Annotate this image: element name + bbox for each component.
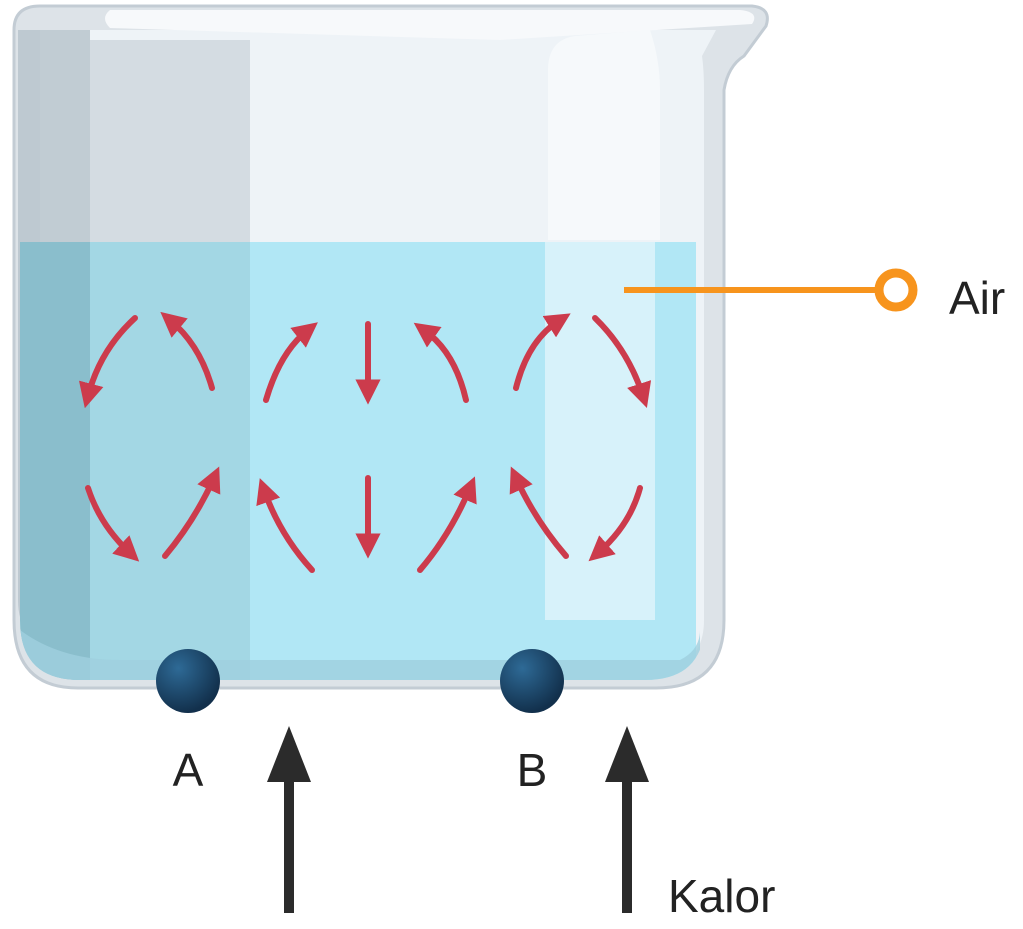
water-left-shade: [20, 242, 90, 680]
current-arrow: [592, 315, 652, 408]
current-arrow: [413, 322, 469, 403]
beaker-right-highlight: [548, 30, 660, 240]
heat-arrows: [267, 726, 649, 913]
current-arrow: [160, 311, 215, 391]
heat-arrow-up-icon: [605, 726, 649, 913]
point-b: [500, 649, 564, 713]
current-arrow: [85, 485, 140, 562]
current-arrow: [509, 466, 569, 559]
water-right-highlight: [545, 242, 655, 620]
current-arrow: [162, 466, 221, 559]
heat-arrow-up-icon: [267, 726, 311, 913]
current-arrow: [513, 313, 571, 391]
point-a: [156, 649, 220, 713]
current-arrow: [263, 322, 318, 403]
water: [20, 242, 700, 680]
point-a-label: A: [173, 744, 204, 796]
current-arrow: [588, 485, 643, 562]
current-arrow: [78, 315, 138, 409]
beaker-rim-highlight: [105, 10, 755, 40]
heat-label: Kalor: [668, 870, 775, 922]
current-arrow: [256, 478, 315, 573]
current-arrow: [417, 476, 477, 573]
point-b-label: B: [517, 744, 548, 796]
water-label: Air: [949, 272, 1005, 324]
water-pointer: [624, 268, 918, 312]
pointer-dot: [874, 268, 918, 312]
convection-arrows: [78, 311, 652, 573]
water-left-panel: [90, 242, 250, 680]
